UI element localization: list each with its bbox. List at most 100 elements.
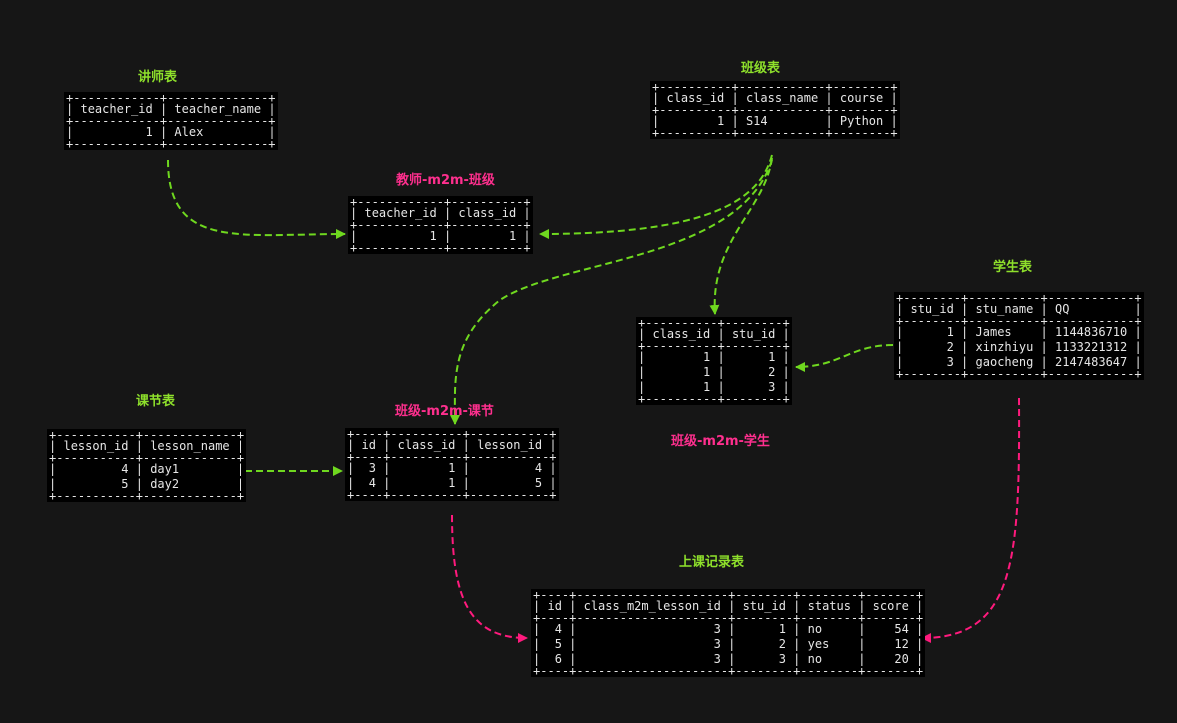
table-header-row: | class_id | class_name | course | <box>652 91 898 105</box>
column-header: stu_name <box>975 302 1034 316</box>
class-student-table: +----------+--------+| class_id | stu_id… <box>636 317 792 405</box>
table-row: | 1 | James | 1144836710 | <box>896 325 1142 339</box>
arrow-class-lesson-to-record <box>451 514 528 643</box>
table-border: +--------+----------+------------+ <box>896 294 1142 302</box>
table-header-row: | teacher_id | class_id | <box>350 206 531 220</box>
table-cell: Alex <box>174 125 204 139</box>
table-cell: day1 <box>150 462 180 476</box>
arrow-student-to-class-student <box>795 344 894 372</box>
table-row: | 3 | 1 | 4 | <box>347 461 557 475</box>
table-cell: 5 <box>554 637 562 651</box>
table-border: +----+---------------------+--------+---… <box>533 591 924 599</box>
table-border: +----------+--------+ <box>638 319 790 327</box>
table-border: +----------+------------+--------+ <box>652 129 898 137</box>
table-cell: 1 <box>778 622 786 636</box>
table-border: +--------+----------+------------+ <box>896 370 1142 378</box>
teacher-table: +------------+--------------+| teacher_i… <box>64 92 278 150</box>
column-header: teacher_id <box>364 206 437 220</box>
table-cell: 1 <box>448 476 456 490</box>
table-header-row: | class_id | stu_id | <box>638 327 790 341</box>
column-header: stu_id <box>731 327 776 341</box>
table-border: +-----------+-------------+ <box>49 431 245 439</box>
table-border: +------------+----------+ <box>350 221 531 229</box>
arrow-class-to-teacher-class <box>539 154 773 239</box>
table-cell: S14 <box>745 114 768 128</box>
title-student-table: 学生表 <box>993 260 1033 275</box>
table-cell: no <box>807 622 823 636</box>
table-cell: 5 <box>121 477 129 491</box>
teacher-class-table: +------------+----------+| teacher_id | … <box>348 196 533 254</box>
table-cell: 3 <box>768 380 776 394</box>
table-border: +----+---------------------+--------+---… <box>533 667 924 675</box>
table-cell: 4 <box>368 476 376 490</box>
column-header: stu_id <box>742 599 786 613</box>
record-table: +----+---------------------+--------+---… <box>531 589 926 677</box>
table-border: +------------+--------------+ <box>66 140 276 148</box>
column-header: class_id <box>397 438 456 452</box>
column-header: class_id <box>458 206 517 220</box>
table-row: | 2 | xinzhiyu | 1133221312 | <box>896 340 1142 354</box>
table-row: | 1 | 1 | <box>638 350 790 364</box>
table-cell: 3 <box>713 652 721 666</box>
table-row: | 1 | 2 | <box>638 365 790 379</box>
title-class-student-table: 班级-m2m-学生 <box>671 434 770 449</box>
column-header: class_name <box>745 91 819 105</box>
table-cell: 1 <box>508 229 517 243</box>
table-row: | 5 | 3 | 2 | yes | 12 | <box>533 637 924 651</box>
table-cell: Python <box>839 114 884 128</box>
table-cell: 6 <box>554 652 562 666</box>
table-cell: 54 <box>894 622 909 636</box>
column-header: course <box>839 91 884 105</box>
table-cell: 1144836710 <box>1055 325 1128 339</box>
table-border: +----------+------------+--------+ <box>652 83 898 91</box>
table-row: | 1 | S14 | Python | <box>652 114 898 128</box>
table-cell: 2 <box>768 365 776 379</box>
column-header: status <box>807 599 851 613</box>
column-header: lesson_name <box>150 439 230 453</box>
table-border: +----------+--------+ <box>638 342 790 350</box>
class-table: +----------+------------+--------+| clas… <box>650 81 900 139</box>
table-cell: 1 <box>145 125 153 139</box>
column-header: id <box>361 438 376 452</box>
table-cell: xinzhiyu <box>975 340 1034 354</box>
column-header: score <box>872 599 909 613</box>
table-header-row: | lesson_id | lesson_name | <box>49 439 245 453</box>
column-header: teacher_id <box>80 102 153 116</box>
table-cell: yes <box>807 637 830 651</box>
table-row: | 1 | 1 | <box>350 229 531 243</box>
title-class-lesson-table: 班级-m2m-课节 <box>395 404 494 419</box>
table-cell: 1 <box>703 350 711 364</box>
column-header: class_id <box>652 327 711 341</box>
table-border: +--------+----------+------------+ <box>896 317 1142 325</box>
table-cell: 4 <box>121 462 129 476</box>
table-cell: gaocheng <box>975 355 1034 369</box>
table-border: +-----------+-------------+ <box>49 492 245 500</box>
table-cell: 3 <box>368 461 376 475</box>
title-teacher-class-table: 教师-m2m-班级 <box>396 173 495 188</box>
table-cell: 3 <box>778 652 786 666</box>
table-cell: 20 <box>894 652 909 666</box>
title-record-table: 上课记录表 <box>679 555 745 570</box>
table-cell: 2 <box>946 340 954 354</box>
table-cell: 4 <box>534 461 543 475</box>
table-border: +------------+----------+ <box>350 198 531 206</box>
table-cell: 5 <box>534 476 543 490</box>
table-header-row: | stu_id | stu_name | QQ | <box>896 302 1142 316</box>
table-cell: 1 <box>429 229 437 243</box>
table-cell: 1 <box>448 461 456 475</box>
table-cell: 3 <box>946 355 954 369</box>
arrow-teacher-to-teacher-class <box>167 159 346 240</box>
table-header-row: | id | class_m2m_lesson_id | stu_id | st… <box>533 599 924 613</box>
table-cell: 12 <box>894 637 909 651</box>
title-lesson-table: 课节表 <box>136 394 176 409</box>
table-border: +-----------+-------------+ <box>49 454 245 462</box>
table-header-row: | teacher_id | teacher_name | <box>66 102 276 116</box>
table-border: +----------+------------+--------+ <box>652 106 898 114</box>
arrow-class-to-class-lesson <box>449 159 773 425</box>
column-header: QQ <box>1055 302 1070 316</box>
table-cell: 1 <box>768 350 776 364</box>
table-border: +----+----------+-----------+ <box>347 453 557 461</box>
title-teacher-table: 讲师表 <box>138 70 178 85</box>
table-border: +------------+--------------+ <box>66 117 276 125</box>
